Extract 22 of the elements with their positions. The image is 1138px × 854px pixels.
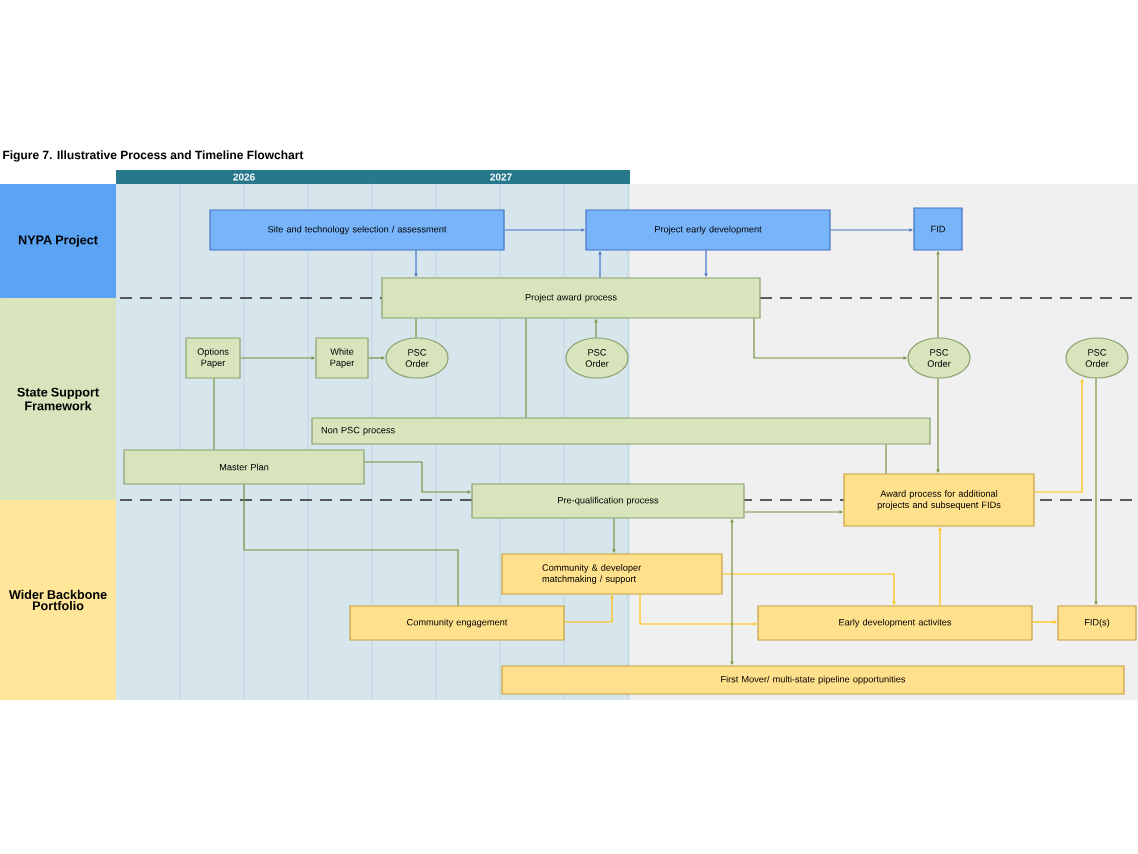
- arrow: [240, 356, 315, 360]
- arrow: [936, 251, 940, 338]
- arrow: [722, 573, 896, 605]
- arrow: [704, 250, 708, 277]
- arrow: [744, 510, 843, 514]
- arrow: [1094, 377, 1098, 605]
- arrow: [594, 319, 598, 338]
- arrow: [730, 519, 734, 665]
- arrow: [612, 518, 616, 553]
- arrow: [936, 377, 940, 473]
- arrow: [639, 594, 757, 626]
- arrow: [564, 595, 614, 623]
- arrow: [504, 228, 585, 232]
- arrow: [414, 250, 418, 277]
- arrow: [830, 228, 913, 232]
- arrow: [364, 461, 471, 494]
- arrow: [938, 527, 942, 606]
- arrow: [753, 318, 907, 360]
- arrow: [368, 356, 385, 360]
- arrow: [598, 251, 602, 278]
- arrow: [1034, 379, 1084, 493]
- arrow: [1032, 620, 1057, 624]
